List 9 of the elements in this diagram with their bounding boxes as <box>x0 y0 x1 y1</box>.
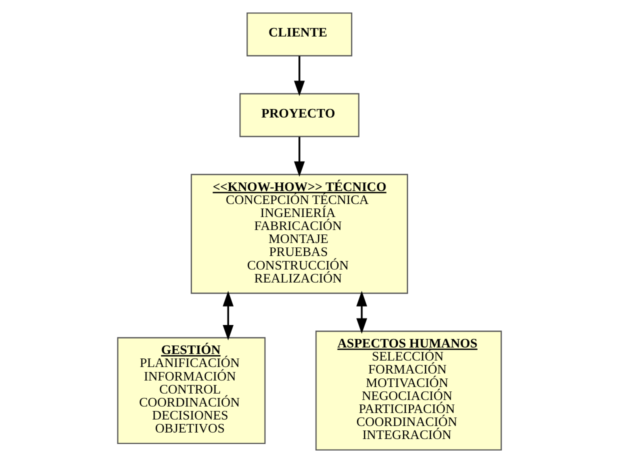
node-box: PROYECTO <box>238 93 359 138</box>
node-box: CLIENTE <box>246 12 352 56</box>
arrow <box>294 136 304 177</box>
node-box: GESTIÓN PLANIFICACIÓN INFORMACIÓN CONTROL COORDINACIÓN DECISIONES OBJETIVOS <box>116 337 266 444</box>
arrow <box>356 290 367 334</box>
arrow <box>222 290 234 340</box>
node-box: ASPECTOS HUMANOS SELECCIÓN FORMACIÓN MOTIVACIÓN NEGOCIACIÓN PARTICIPACIÓN COORDINACIÓN INTEGRACIÓN <box>314 330 502 451</box>
arrow <box>294 56 304 96</box>
node-box: <<KNOW-HOW>> TÉCNICO CONCEPCIÓN TÉCNICA INGENIERÍA FABRICACIÓN MONTAJE PRUEBAS CONSTRUCCIÓN REALIZACIÓN <box>190 174 408 294</box>
